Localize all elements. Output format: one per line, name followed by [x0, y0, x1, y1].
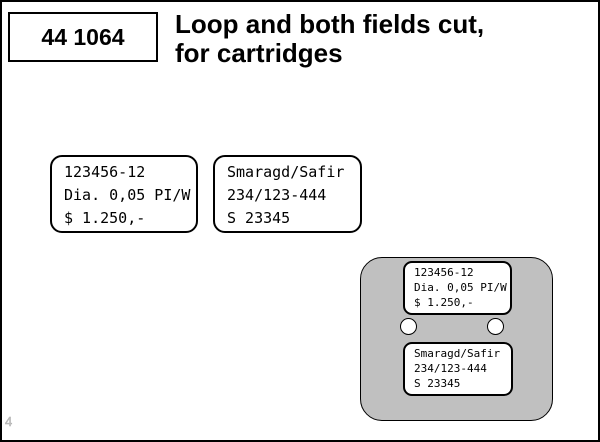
- price-label-right: Smaragd/Safir 234/123-444 S 23345: [213, 155, 362, 233]
- label-line: 234/123-444: [227, 186, 327, 204]
- page-title: Loop and both fields cut, for cartridges: [175, 10, 585, 68]
- holder-label-bottom: Smaragd/Safir 234/123-444 S 23345: [403, 342, 513, 396]
- loop-hole-left: [400, 318, 417, 335]
- label-line: $ 1.250,-: [64, 209, 146, 227]
- holder-label-top: 123456-12 Dia. 0,05 PI/W $ 1.250,-: [403, 261, 512, 315]
- product-code: 44 1064: [41, 23, 125, 50]
- page-number: 4: [5, 414, 13, 429]
- title-line-1: Loop and both fields cut,: [175, 9, 485, 39]
- label-line: 123456-12: [414, 266, 474, 279]
- label-line: Smaragd/Safir: [414, 347, 501, 360]
- label-line: 123456-12: [64, 163, 146, 181]
- label-line: S 23345: [414, 377, 461, 390]
- price-label-left: 123456-12 Dia. 0,05 PI/W $ 1.250,-: [50, 155, 198, 233]
- label-line: $ 1.250,-: [414, 296, 474, 309]
- label-line: Dia. 0,05 PI/W: [414, 281, 507, 294]
- loop-hole-right: [487, 318, 504, 335]
- title-line-2: for cartridges: [175, 38, 343, 68]
- label-line: 234/123-444: [414, 362, 487, 375]
- product-code-box: 44 1064: [8, 12, 158, 62]
- label-line: Dia. 0,05 PI/W: [64, 186, 191, 204]
- label-line: Smaragd/Safir: [227, 163, 345, 181]
- label-line: S 23345: [227, 209, 291, 227]
